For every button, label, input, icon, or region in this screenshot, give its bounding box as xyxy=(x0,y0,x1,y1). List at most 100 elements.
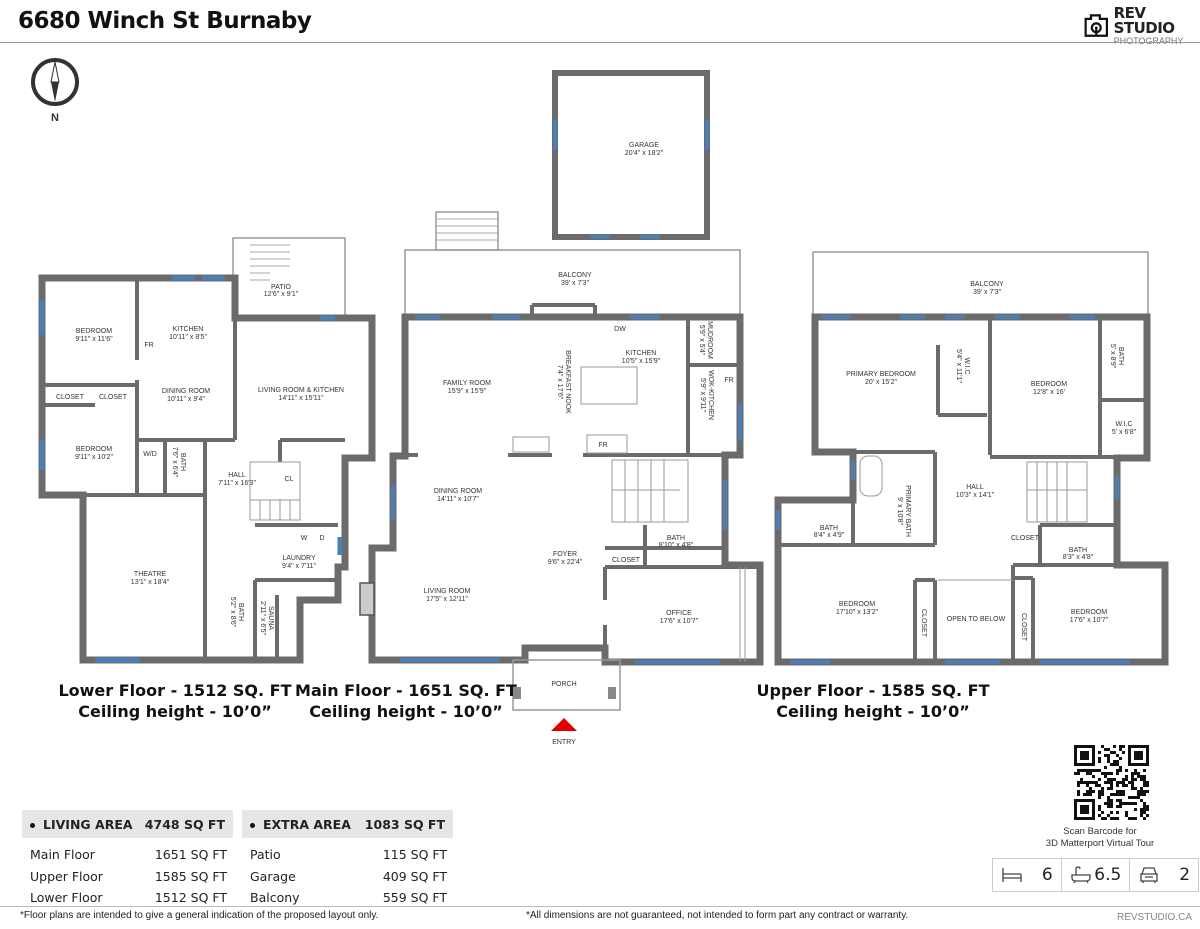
bed-icon xyxy=(1002,868,1022,882)
room-dims: 5' x 6'8" xyxy=(1112,429,1137,436)
room-name: BATH xyxy=(179,453,186,471)
main-floor-labels: GARAGE 20'4" x 18'2" BALCONY 39' x 7'3" … xyxy=(424,142,734,746)
room-name: PATIO xyxy=(271,284,292,291)
features-summary: 6 6.5 2 xyxy=(992,858,1199,892)
room-dims: 17'5" x 12'11" xyxy=(426,596,468,603)
room-dims: 10'11" x 8'5" xyxy=(169,334,207,341)
room-name: BALCONY xyxy=(970,281,1004,288)
camera-icon xyxy=(1084,14,1109,37)
fridge-label: FR xyxy=(144,342,153,349)
room-name: BEDROOM xyxy=(1071,609,1107,616)
upper-floor-walls xyxy=(774,251,1169,666)
room-dims: 39' x 7'3" xyxy=(561,280,590,287)
room-dims: 17'6" x 10'7" xyxy=(1070,617,1109,624)
room-dims: 17'6" x 10'7" xyxy=(660,618,699,625)
room-name: CLOSET xyxy=(920,609,927,638)
upper-floor-ceiling: Ceiling height - 10’0” xyxy=(776,702,970,721)
room-dims: 15'9" x 15'9" xyxy=(448,388,487,395)
room-name: PRIMARY BEDROOM xyxy=(846,371,916,378)
qr-code[interactable] xyxy=(1074,745,1149,820)
main-floor-area: Main Floor - 1651 SQ. FT xyxy=(295,681,517,700)
room-dims: 14'11" x 10'7" xyxy=(437,496,479,503)
footer-disclaimer-dimensions: *All dimensions are not guaranteed, not … xyxy=(526,910,909,921)
room-name: FOYER xyxy=(553,551,577,558)
compass-icon xyxy=(31,58,79,106)
main-floor-ceiling: Ceiling height - 10’0” xyxy=(309,702,503,721)
bathtub-icon xyxy=(1071,866,1091,884)
room-name: FAMILY ROOM xyxy=(443,380,491,387)
room-name: CLOSET xyxy=(1011,535,1040,542)
room-name: OFFICE xyxy=(666,610,692,617)
room-name: GARAGE xyxy=(629,142,659,149)
lower-floor-labels: BEDROOM 9'11" x 11'6" KITCHEN 10'11" x 8… xyxy=(56,284,344,636)
qr-caption-line-1: Scan Barcode for xyxy=(1063,826,1137,837)
room-dims: 20' x 15'2" xyxy=(865,379,898,386)
bed-count: 6 xyxy=(1041,865,1053,885)
compass-north-label: N xyxy=(51,112,59,124)
room-dims: 5' x 8'9" xyxy=(1109,344,1116,369)
lower-floor-area: Lower Floor - 1512 SQ. FT xyxy=(58,681,292,700)
room-name: BEDROOM xyxy=(1031,381,1067,388)
room-name: BATH xyxy=(237,603,244,621)
footer-divider xyxy=(0,906,1200,907)
room-dims: 9'11" x 10'2" xyxy=(75,454,113,461)
room-dims: 17'10" x 13'2" xyxy=(836,609,879,616)
room-dims: 8'3" x 4'8" xyxy=(1063,554,1094,561)
dishwasher-label: DW xyxy=(614,326,626,333)
room-dims: 2'11" x 6'5" xyxy=(259,601,266,635)
room-name: KITCHEN xyxy=(173,326,204,333)
room-dims: 39' x 7'3" xyxy=(973,289,1002,296)
qr-caption-line-2: 3D Matterport Virtual Tour xyxy=(1045,838,1155,849)
row-value: 1651 SQ FT xyxy=(154,847,227,863)
room-dims: 14'11" x 15'11" xyxy=(278,395,324,402)
room-name: KITCHEN xyxy=(626,350,657,357)
upper-floor-area: Upper Floor - 1585 SQ. FT xyxy=(756,681,990,700)
extra-area-label: EXTRA AREA xyxy=(263,816,351,832)
row-label: Patio xyxy=(250,847,281,863)
room-dims: 8'4" x 4'9" xyxy=(814,532,845,539)
row-value: 559 SQ FT xyxy=(382,890,447,906)
room-name: OPEN TO BELOW xyxy=(947,616,1006,623)
room-name: LIVING ROOM & KITCHEN xyxy=(258,387,344,394)
room-name: LAUNDRY xyxy=(282,555,316,562)
room-name: SAUNA xyxy=(267,606,274,630)
logo-sub: PHOTOGRAPHY xyxy=(1113,36,1184,46)
room-name: LIVING ROOM xyxy=(424,588,471,595)
row-value: 409 SQ FT xyxy=(382,868,447,884)
room-dims: 9'4" x 7'11" xyxy=(282,563,316,570)
entry-arrow-icon xyxy=(551,718,577,731)
room-dims: 10'11" x 9'4" xyxy=(167,396,205,403)
car-icon xyxy=(1140,867,1158,883)
room-name: PRIMARY BATH xyxy=(904,485,911,537)
washer-label: W xyxy=(301,535,308,542)
main-floor-walls xyxy=(359,70,764,711)
room-name: CLOSET xyxy=(56,394,85,401)
room-name: MUDROOM xyxy=(706,321,713,359)
upper-floor-title: Upper Floor - 1585 SQ. FT Ceiling height… xyxy=(723,680,1023,722)
room-dims: 7'11" x 16'3" xyxy=(218,480,256,487)
footer-disclaimer-layout: *Floor plans are intended to give a gene… xyxy=(20,910,379,921)
website-link[interactable]: REVSTUDIO.CA xyxy=(1116,912,1192,923)
room-dims: 13'1" x 18'4" xyxy=(131,579,170,586)
room-dims: 9' x 10'8" xyxy=(896,497,903,526)
entry-label: ENTRY xyxy=(552,739,576,746)
extra-area-total: 1083 SQ FT xyxy=(364,816,445,832)
room-dims: 5'4" x 11'1" xyxy=(955,349,962,383)
room-dims: 10'3" x 14'1" xyxy=(956,492,995,499)
room-name: THEATRE xyxy=(134,571,166,578)
room-name: CLOSET xyxy=(99,394,128,401)
room-dims: 5'9" x 5'4" xyxy=(698,325,705,356)
room-name: HALL xyxy=(966,484,984,491)
room-dims: 8'10" x 4'8" xyxy=(659,542,694,549)
table-row: Garage 409 SQ FT xyxy=(242,866,453,888)
room-dims: 20'4" x 18'2" xyxy=(625,150,664,157)
row-label: Garage xyxy=(250,868,296,884)
room-dims: 12'6" x 9'1" xyxy=(264,291,299,298)
bath-count: 6.5 xyxy=(1094,865,1122,885)
lower-floor-walls xyxy=(38,237,376,664)
room-name: CLOSET xyxy=(612,557,641,564)
room-dims: 5'2" x 8'6" xyxy=(229,597,236,628)
